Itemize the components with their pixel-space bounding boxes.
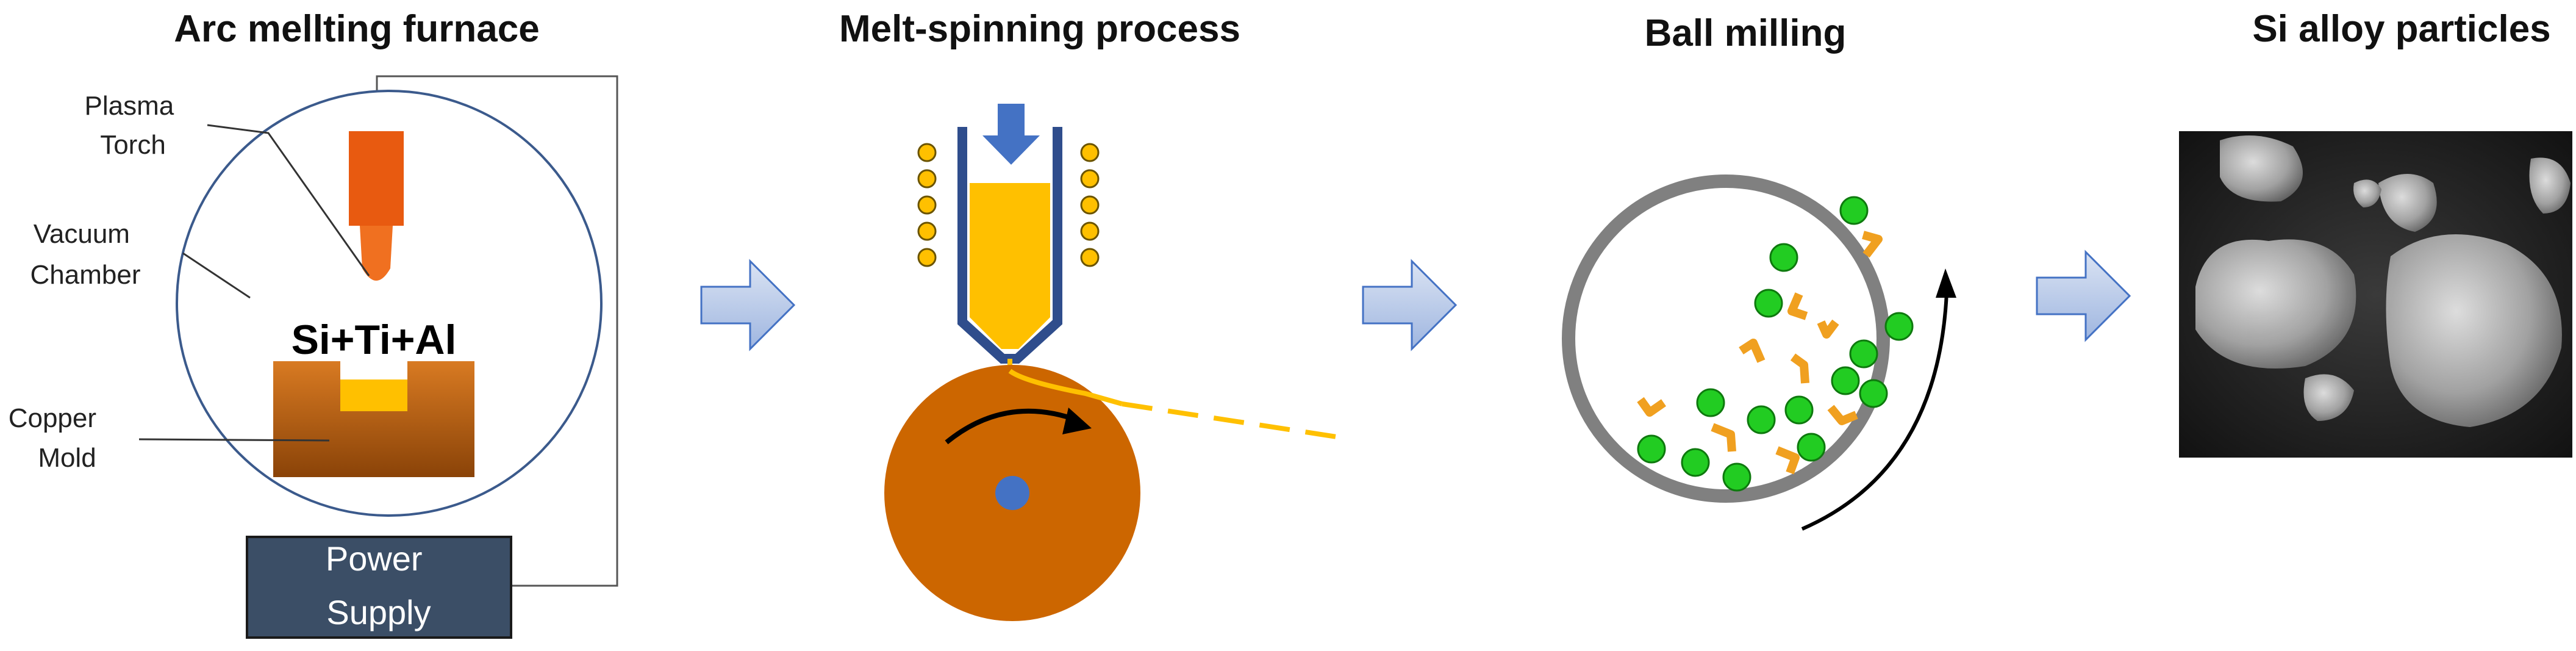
melt-charge bbox=[340, 379, 407, 411]
svg-text:Power Supply: Power Supply bbox=[326, 539, 432, 631]
label-mold: Mold bbox=[38, 443, 96, 473]
mill-rotation-arrow-head bbox=[1936, 268, 1956, 298]
milling-balls bbox=[1637, 196, 1914, 492]
leader-copper-mold bbox=[138, 438, 330, 442]
rotation-arrow-head bbox=[1062, 408, 1092, 434]
panel-title-arc-melting: Arc mellting furnace bbox=[174, 8, 539, 50]
power-supply-line1: Power bbox=[326, 539, 423, 578]
milling-jar bbox=[1562, 174, 1890, 503]
label-copper-mold: Copper Mold bbox=[9, 403, 104, 473]
mill-rotation-arrow bbox=[1801, 292, 1948, 531]
induction-coil-right bbox=[1080, 143, 1100, 267]
leader-vacuum-chamber bbox=[182, 252, 251, 299]
label-torch: Torch bbox=[100, 130, 166, 160]
wheel-axle bbox=[995, 476, 1029, 510]
ribbon-solid bbox=[1008, 369, 1123, 406]
label-copper: Copper bbox=[9, 403, 96, 433]
input-arrow bbox=[982, 104, 1040, 165]
label-plasma-torch: Plasma Torch bbox=[85, 91, 182, 160]
ribbon-dashed bbox=[1122, 401, 1345, 441]
power-wire bbox=[376, 75, 618, 587]
label-vacuum: Vacuum bbox=[34, 219, 130, 249]
panel-title-melt-spinning: Melt-spinning process bbox=[839, 8, 1240, 50]
leader-plasma-torch bbox=[207, 124, 370, 276]
rotation-arrow bbox=[945, 408, 1081, 445]
panel-title-si-alloy: Si alloy particles bbox=[2252, 8, 2550, 50]
label-vacuum-chamber: Vacuum Chamber bbox=[30, 219, 141, 290]
label-plasma: Plasma bbox=[85, 91, 174, 121]
flow-arrow-3 bbox=[2036, 250, 2131, 342]
alloy-formula: Si+Ti+Al bbox=[292, 317, 457, 363]
copper-mold bbox=[273, 361, 474, 477]
panel-title-ball-milling: Ball milling bbox=[1645, 12, 1847, 54]
induction-coil-left bbox=[917, 143, 937, 267]
flow-arrow-2 bbox=[1362, 259, 1458, 351]
power-supply: Power Supply bbox=[246, 536, 512, 639]
alloy-fragments bbox=[1637, 231, 1883, 475]
plasma-torch bbox=[349, 131, 404, 281]
power-supply-line2: Supply bbox=[326, 593, 431, 631]
sem-image bbox=[2179, 131, 2572, 458]
label-chamber: Chamber bbox=[30, 260, 141, 290]
flow-arrow-1 bbox=[700, 259, 796, 351]
